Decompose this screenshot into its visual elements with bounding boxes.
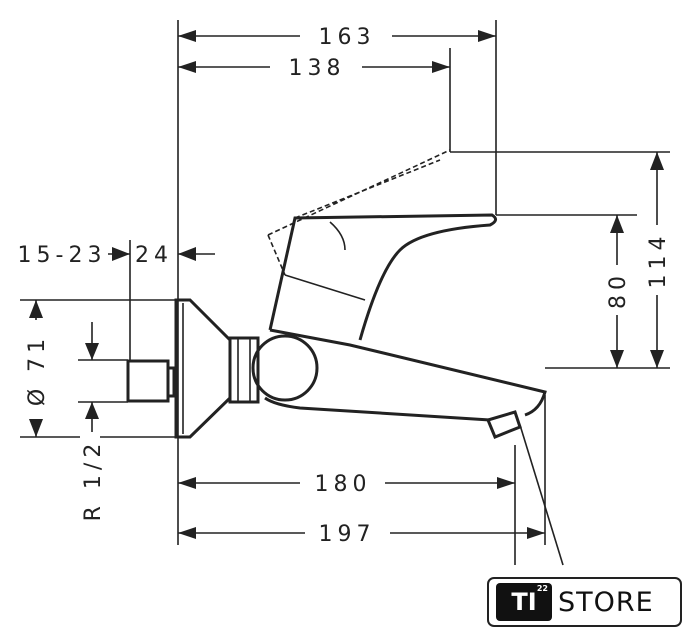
faucet-outline	[126, 149, 547, 439]
dim-138: 138	[289, 56, 346, 81]
logo-mark: TI 22	[496, 583, 552, 621]
dim-197: 197	[319, 522, 376, 547]
dim-15-23: 15-23	[18, 243, 107, 268]
logo-name: STORE	[558, 586, 654, 618]
dimension-lines	[29, 30, 664, 539]
dim-163: 163	[319, 25, 376, 50]
dim-80: 80	[606, 271, 631, 309]
dim-180: 180	[315, 472, 372, 497]
dim-24: 24	[135, 243, 173, 268]
dim-114: 114	[646, 232, 671, 289]
logo-mark-text: TI	[511, 588, 537, 616]
logo-superscript: 22	[536, 584, 548, 593]
store-logo: TI 22 STORE	[487, 577, 682, 627]
dim-diameter-71: Ø 71	[25, 334, 50, 406]
extension-lines	[20, 20, 670, 566]
dim-thread-r12: R 1/2	[81, 439, 106, 522]
